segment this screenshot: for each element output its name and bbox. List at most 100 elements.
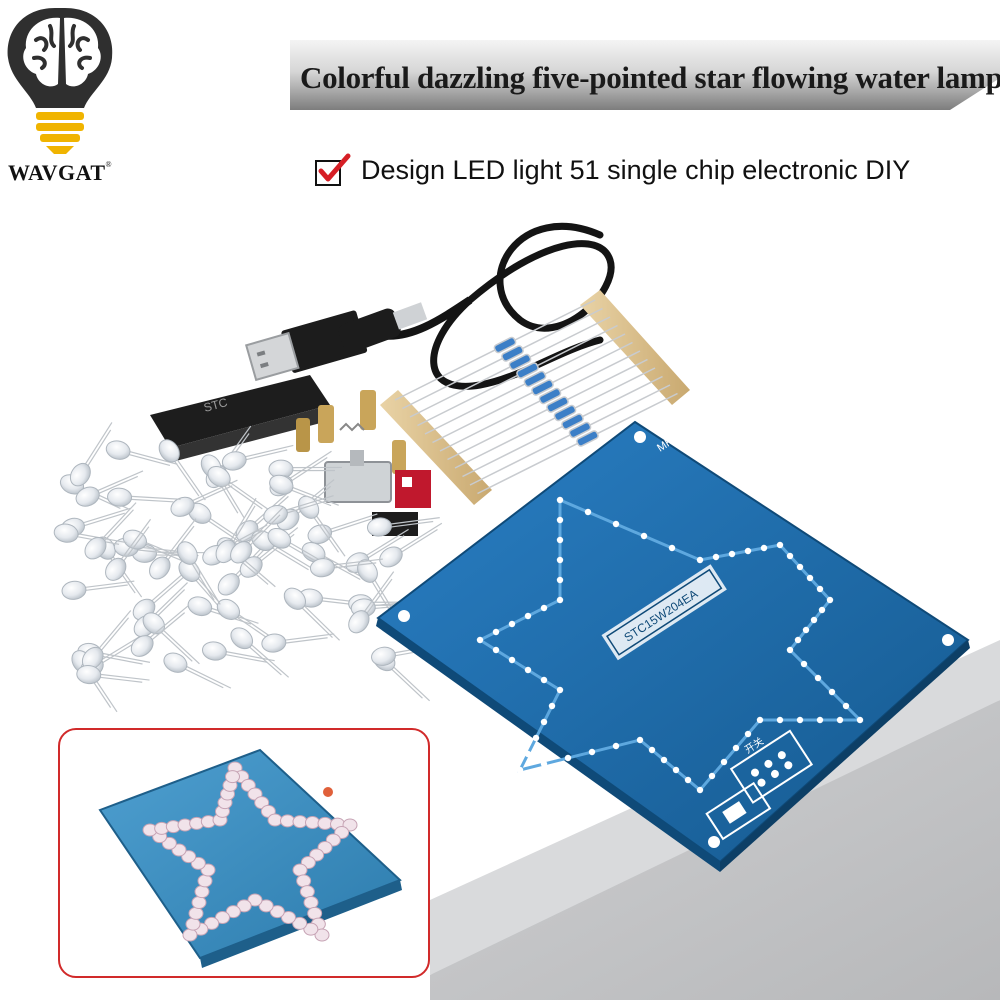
solder-pad [516, 766, 524, 774]
led [122, 529, 193, 563]
solder-pad [712, 553, 720, 561]
led [107, 487, 181, 507]
led [299, 885, 315, 899]
led [296, 874, 312, 888]
led [176, 541, 221, 605]
solder-pad [800, 660, 808, 668]
led [317, 816, 333, 830]
ic-socket: STC [150, 375, 332, 462]
solder-pad [556, 516, 564, 524]
solder-pad [826, 596, 834, 604]
solder-pad [814, 674, 822, 682]
led [309, 558, 383, 578]
pcb-board: STC15W204EA MH-T12 开关 [376, 420, 970, 872]
led [105, 518, 152, 581]
usb-cable [244, 222, 615, 390]
led [185, 917, 201, 931]
led [230, 627, 290, 678]
led [84, 502, 137, 560]
product-photo: STC [53, 222, 970, 872]
resistor-strip [380, 290, 690, 505]
solder-pad [524, 666, 532, 674]
led [225, 770, 240, 784]
resistor [493, 336, 517, 354]
solder-pad [612, 742, 620, 750]
solder-pad [564, 754, 572, 762]
resistor [568, 421, 592, 439]
resistor [523, 370, 547, 388]
led [303, 896, 319, 909]
solder-pad [796, 563, 804, 571]
led [69, 422, 113, 487]
led [188, 906, 204, 920]
led [269, 474, 339, 507]
led [258, 899, 274, 913]
solder-pad [696, 786, 704, 794]
solder-pad [708, 772, 716, 780]
led [292, 863, 308, 877]
led [194, 885, 210, 899]
led [348, 571, 395, 634]
resistor [531, 379, 554, 396]
led [130, 605, 189, 657]
led [53, 523, 127, 545]
led [247, 893, 263, 907]
resistor [561, 413, 584, 430]
resistor [538, 387, 562, 405]
led-pile [53, 422, 444, 713]
led [269, 905, 285, 919]
solder-pad [556, 576, 564, 584]
solder-pad [756, 716, 764, 724]
led [305, 816, 320, 829]
solder-pad [636, 736, 644, 744]
solder-pad [556, 556, 564, 564]
solder-pad [540, 676, 548, 684]
led [292, 916, 308, 930]
solder-pad [856, 716, 864, 724]
led [236, 899, 252, 913]
solder-pad [648, 746, 656, 754]
solder-pad [806, 574, 814, 582]
solder-pad [728, 550, 736, 558]
solder-pad [508, 620, 516, 628]
svg-text:STC: STC [202, 395, 229, 415]
solder-pad [720, 758, 728, 766]
solder-pad [508, 656, 516, 664]
solder-pad [786, 552, 794, 560]
led [201, 641, 275, 663]
solder-pad [556, 536, 564, 544]
led [158, 439, 206, 501]
led [149, 518, 197, 580]
led [292, 815, 308, 829]
solder-pad [668, 544, 676, 552]
solder-pad [802, 626, 810, 634]
solder-pad [744, 547, 752, 555]
title-banner [290, 40, 1000, 110]
led [215, 911, 230, 924]
standoffs [296, 390, 406, 474]
page-title: Colorful dazzling five-pointed star flow… [300, 60, 1000, 95]
led [225, 905, 241, 919]
solder-pad [660, 756, 668, 764]
solder-pad [584, 508, 592, 516]
led [197, 874, 213, 888]
solder-pad [786, 646, 794, 654]
solder-pad [540, 604, 548, 612]
solder-pad [760, 544, 768, 552]
solder-pad [540, 760, 548, 768]
led [75, 470, 144, 507]
solder-pad [540, 718, 548, 726]
solder-pad [684, 776, 692, 784]
feature-line: Design LED light 51 single chip electron… [315, 150, 910, 190]
solder-pad [776, 541, 784, 549]
resistor [546, 396, 569, 413]
led [61, 580, 135, 600]
solder-pad [476, 636, 484, 644]
trademark-mark: ® [105, 160, 113, 169]
solder-pad [836, 716, 844, 724]
solder-pad [818, 606, 826, 614]
solder-pad [810, 616, 818, 624]
led [268, 459, 342, 479]
solder-pad [744, 730, 752, 738]
